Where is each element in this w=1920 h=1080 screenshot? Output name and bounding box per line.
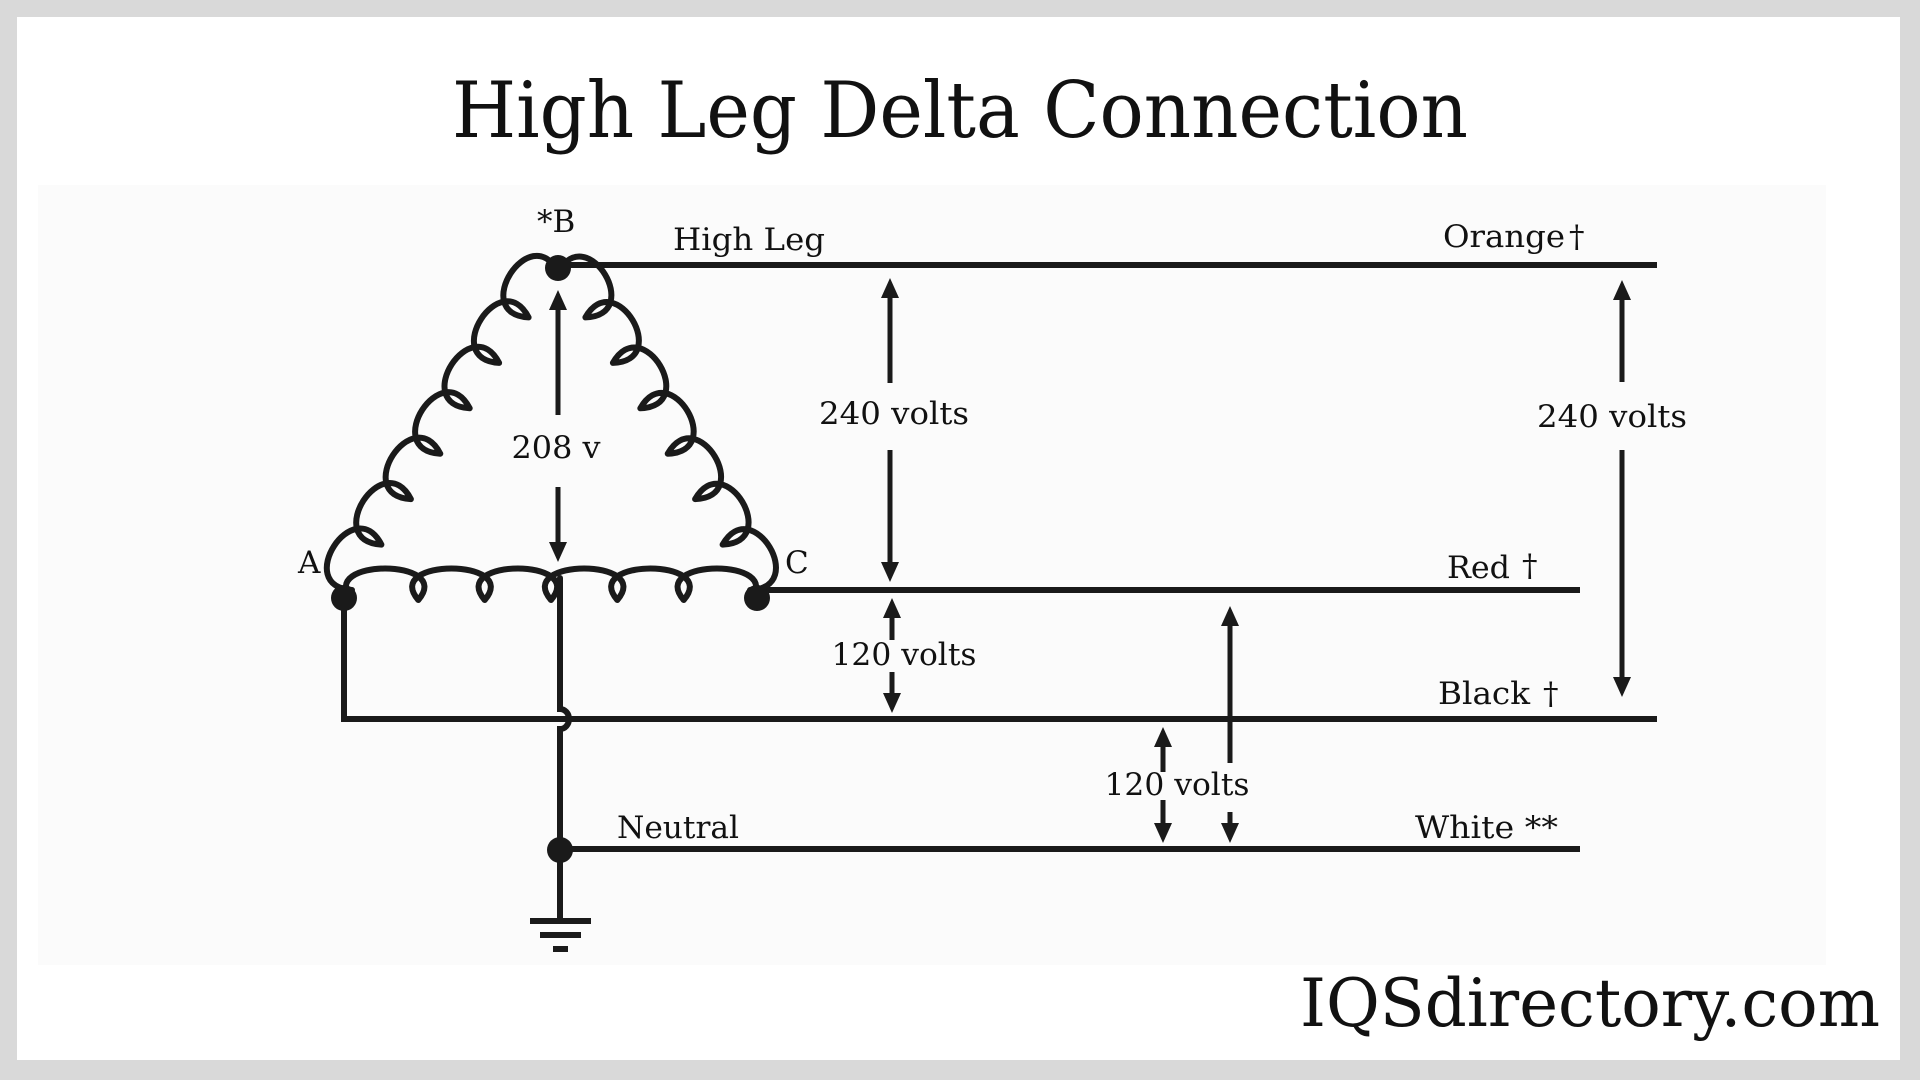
arrow-120-lower-down [1154,800,1172,843]
arrow-head-icon [883,693,901,713]
black-label: Black [1438,676,1530,712]
arrow-head-icon [1221,823,1239,843]
black-dagger-icon: † [1543,676,1559,712]
ground-icon [530,918,591,952]
arrow-head-icon [1613,677,1631,697]
arrow-240-right-up [1613,280,1631,382]
winding-ba [323,253,561,593]
neutral-tap-wire [557,628,572,921]
black-wire [341,598,1657,722]
arrow-head-icon [881,562,899,582]
terminal-c-node [744,585,770,611]
arrow-120-upper-up [883,598,901,640]
arrow-240-right-down [1613,450,1631,697]
arrow-red-white-up [1221,606,1239,763]
orange-dagger-icon: † [1569,219,1585,255]
voltage-120-upper-label: 120 volts [832,637,977,673]
winding-bc [555,253,779,593]
arrow-120-lower-up [1154,727,1172,772]
terminal-a-label: A [297,545,321,581]
terminal-b-node [545,255,571,281]
high-leg-label: High Leg [673,222,825,258]
arrow-208-up [549,290,567,415]
arrow-head-icon [549,290,567,310]
wires [341,262,1657,921]
arrow-208-down [549,487,567,562]
arrow-head-icon [883,598,901,618]
arrow-head-icon [881,278,899,298]
voltage-240-mid-label: 240 volts [819,396,969,432]
voltage-208-label: 208 v [512,430,601,466]
terminal-c-label: C [785,545,809,581]
iqsdirectory-logo: IQSdirectory.com [1300,965,1880,1042]
voltage-240-right-label: 240 volts [1537,399,1687,435]
arrow-240-mid-up [881,278,899,383]
terminal-b-label: *B [537,204,575,240]
voltage-arrows [549,278,1631,843]
voltage-120-lower-label: 120 volts [1105,767,1250,803]
red-dagger-icon: † [1522,548,1538,584]
winding-ac [342,565,760,603]
neutral-label: Neutral [617,810,739,846]
arrow-red-white-down [1221,812,1239,843]
neutral-node [547,837,573,863]
orange-label: Orange [1443,219,1565,255]
arrow-240-mid-down [881,450,899,582]
arrow-head-icon [1613,280,1631,300]
terminal-a-node [331,585,357,611]
arrow-head-icon [1154,823,1172,843]
diagram-background [38,185,1826,965]
arrow-head-icon [1154,727,1172,747]
red-label: Red [1447,550,1510,586]
arrow-head-icon [1221,606,1239,626]
delta-windings [323,253,779,633]
arrow-120-upper-down [883,672,901,713]
white-label: White ** [1415,810,1558,846]
page-title: High Leg Delta Connection [452,66,1468,156]
arrow-head-icon [549,542,567,562]
